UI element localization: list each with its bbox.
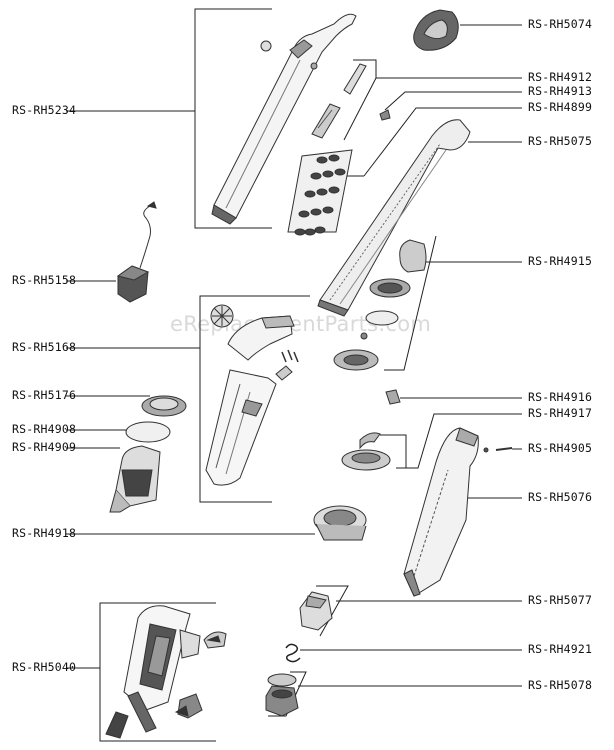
label-rs-rh4917: RS-RH4917 (528, 406, 593, 420)
label-rs-rh5078: RS-RH5078 (528, 678, 593, 692)
label-rs-rh5176: RS-RH5176 (12, 388, 77, 402)
part-charger-rh5158 (116, 201, 157, 303)
part-boards-rh4912 (311, 63, 367, 139)
label-rs-rh4912: RS-RH4912 (528, 70, 593, 84)
label-rs-rh4905: RS-RH4905 (528, 441, 593, 455)
part-battery-pack-rh4899 (287, 149, 353, 236)
part-spring-rh4921 (285, 643, 301, 663)
part-filter-disc-rh4908 (125, 421, 171, 443)
part-ring-rh5077 (299, 591, 333, 631)
leader-lines (66, 8, 522, 742)
part-nozzle-rh5078 (265, 673, 299, 717)
part-pad-rh5074 (413, 9, 459, 51)
part-clip-rh4916 (385, 389, 401, 405)
label-rs-rh5158: RS-RH5158 (12, 273, 77, 287)
part-rotor-rh4918 (313, 505, 367, 541)
label-rs-rh4908: RS-RH4908 (12, 422, 77, 436)
label-rs-rh5077: RS-RH5077 (528, 593, 593, 607)
label-rs-rh4916: RS-RH4916 (528, 390, 593, 404)
part-screw-rh4905 (483, 447, 513, 453)
part-seal-rh4917 (341, 432, 391, 471)
label-rs-rh4915: RS-RH4915 (528, 254, 593, 268)
label-rs-rh4909: RS-RH4909 (12, 440, 77, 454)
label-rs-rh4913: RS-RH4913 (528, 84, 593, 98)
part-filter-cap-rh5176 (141, 395, 187, 417)
part-lower-body-rh5076 (403, 427, 479, 597)
label-rs-rh5076: RS-RH5076 (528, 490, 593, 504)
label-rs-rh5040: RS-RH5040 (12, 660, 77, 674)
part-base-rh5040 (105, 605, 227, 739)
part-handle-rh5234 (211, 13, 357, 225)
label-rs-rh4921: RS-RH4921 (528, 642, 593, 656)
label-rs-rh5168: RS-RH5168 (12, 340, 77, 354)
part-body-shell-rh5075 (317, 119, 471, 317)
label-rs-rh5075: RS-RH5075 (528, 134, 593, 148)
label-rs-rh4918: RS-RH4918 (12, 526, 77, 540)
label-rs-rh5074: RS-RH5074 (528, 17, 593, 31)
label-rs-rh4899: RS-RH4899 (528, 100, 593, 114)
label-rs-rh5234: RS-RH5234 (12, 103, 77, 117)
part-filter-rh4909 (109, 445, 161, 513)
part-motor-rh4915 (333, 239, 427, 371)
part-screw-rh4913 (379, 109, 391, 121)
part-container-rh5168 (205, 304, 299, 486)
